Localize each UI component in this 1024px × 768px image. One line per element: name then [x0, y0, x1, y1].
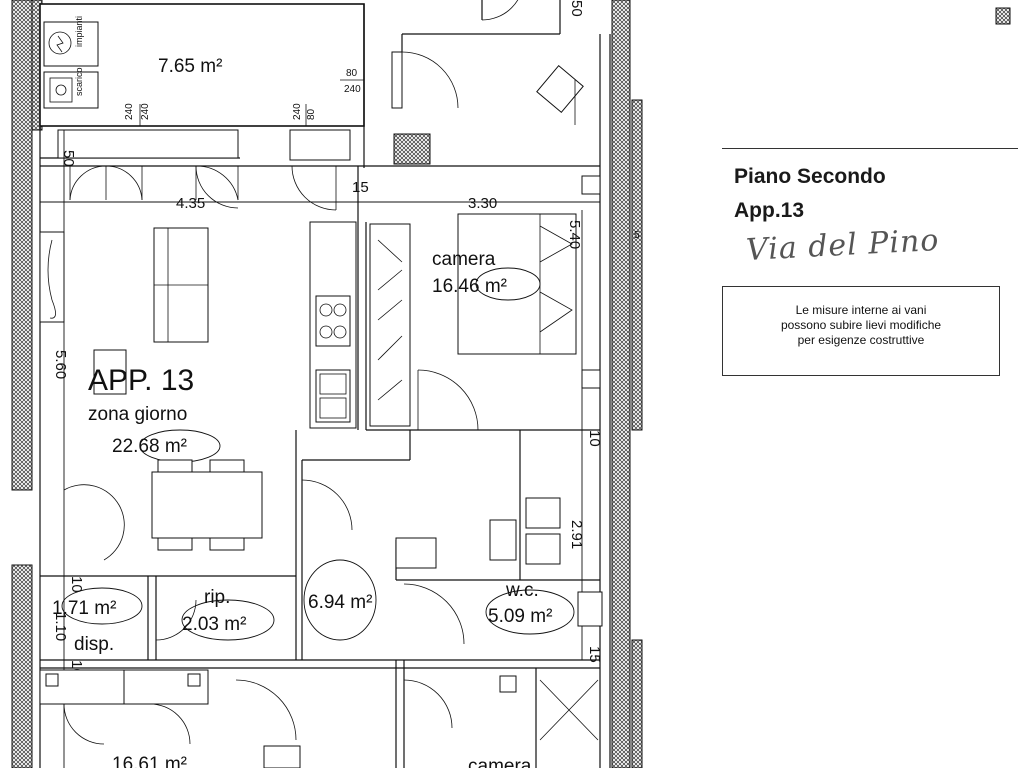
dim-5: 5: [634, 230, 640, 241]
disp-label: disp.: [74, 634, 114, 655]
dim-80-b: 80: [306, 108, 317, 120]
electric-meter-icon: [48, 31, 72, 55]
dim-15-b: 15: [586, 646, 603, 663]
meter-label-a: impianti: [74, 16, 84, 47]
rip-area: 2.03 m²: [182, 614, 246, 635]
dim-2-91: 2.91: [568, 520, 585, 549]
living-window: [39, 231, 65, 323]
bottom-camera-label: camera: [468, 756, 532, 768]
note-line-2: possono subire lievi modifiche: [780, 318, 942, 332]
bottom-left-area: 16.61 m²: [112, 754, 187, 768]
left-exterior-wall-lower: [11, 564, 33, 768]
kitchen-cabinets: [57, 129, 239, 159]
armchair-icon: [536, 64, 584, 114]
zona-giorno-area: 22.68 m²: [112, 436, 187, 457]
note-line-1: Le misure interne ai vani: [795, 303, 927, 317]
top-room-door-swing: [401, 51, 459, 109]
dim-1-10: 1.10: [52, 612, 69, 641]
camera-label: camera: [432, 249, 496, 270]
wc-sink: [577, 591, 603, 627]
note-line-3: per esigenze costruttive: [797, 333, 925, 347]
kitchen-sink: [315, 369, 351, 423]
plan-title-block: Piano Secondo App.13: [734, 160, 886, 228]
double-bed: [457, 213, 577, 355]
bidet-icon: [525, 497, 561, 529]
dim-240-a: 240: [344, 84, 361, 95]
dim-240-d: 240: [292, 103, 303, 120]
cooktop: [315, 295, 351, 347]
toilet-icon: [525, 533, 561, 565]
meter-label-b: scarico: [74, 67, 84, 96]
dining-table: [151, 471, 263, 539]
camera-area: 16.46 m²: [432, 276, 507, 297]
drain-icon: [49, 77, 73, 103]
dim-15-a: 15: [352, 179, 369, 196]
wc-cabinet: [395, 537, 437, 569]
apartment-label: APP. 13: [88, 364, 194, 397]
dim-50-b: 50: [568, 0, 585, 17]
wc-area: 5.09 m²: [488, 606, 552, 627]
disclaimer-box: Le misure interne ai vani possono subire…: [722, 286, 1000, 376]
header-rule: [722, 148, 1018, 149]
floor-label: Piano Secondo: [734, 165, 886, 188]
right-exterior-wall-c: [631, 639, 643, 768]
dim-10-a: 10: [586, 430, 603, 447]
top-room-door-frame: [391, 51, 403, 109]
wardrobe-unit: [289, 129, 351, 161]
camera-wardrobe: [369, 223, 411, 427]
meter-box-b: [43, 71, 99, 109]
dim-3-30: 3.30: [468, 195, 497, 212]
corridor-area: 6.94 m²: [308, 592, 372, 613]
dim-240-c: 240: [140, 103, 151, 120]
right-exterior-wall: [611, 0, 631, 768]
dim-50-a: 50: [60, 150, 77, 167]
rip-label: rip.: [204, 587, 230, 608]
dim-240-b: 240: [124, 103, 135, 120]
left-exterior-wall: [11, 0, 33, 491]
dim-10-b: 10: [68, 576, 85, 593]
zona-giorno-label: zona giorno: [88, 404, 187, 425]
shaft-hatch: [393, 133, 431, 165]
top-room-area: 7.65 m²: [158, 56, 222, 77]
disp-area: 1.71 m²: [52, 598, 116, 619]
dim-4-35: 4.35: [176, 195, 205, 212]
dim-5-40: 5.40: [566, 220, 583, 249]
apartment-number: App.13: [734, 199, 805, 222]
dim-80: 80: [346, 68, 358, 79]
right-exterior-wall-b: [631, 99, 643, 431]
dim-5-60: 5.60: [52, 350, 69, 379]
